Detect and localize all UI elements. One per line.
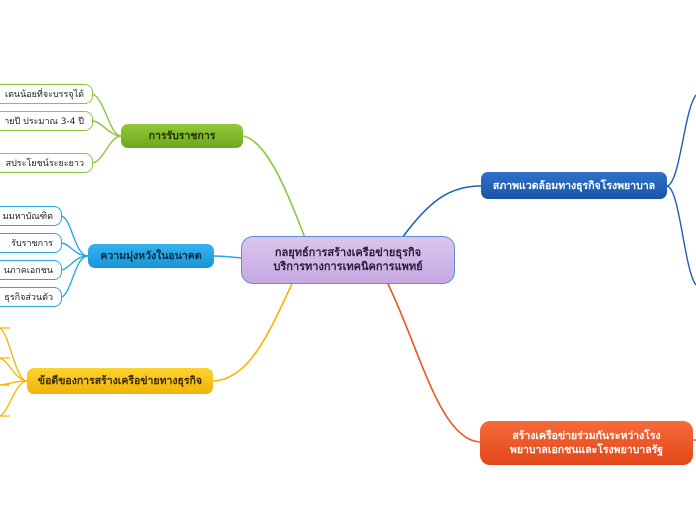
leaf-label: รับราชการ	[11, 239, 53, 249]
leaf-node[interactable]: เตนน้อยที่จะบรรจุได้	[0, 84, 93, 104]
connector-leaf	[61, 215, 89, 257]
leaf-label: เตนน้อยที่จะบรรจุได้	[5, 90, 84, 100]
connector-leaf	[61, 255, 89, 271]
connector-leaf	[92, 120, 122, 137]
branch-label-line1: สร้างเครือข่ายร่วมกันระหว่างโรง	[512, 430, 661, 442]
connector-civil-service	[242, 135, 306, 239]
central-topic-line1: กลยุทธ์การสร้างเครือข่ายธุรกิจ	[274, 246, 422, 259]
connector-leaf	[666, 94, 696, 187]
leaf-node[interactable]: สประโยชน์ระยะยาว	[0, 153, 93, 173]
central-topic[interactable]: กลยุทธ์การสร้างเครือข่ายธุรกิจ บริการทาง…	[241, 236, 455, 284]
branch-label: ข้อดีของการสร้างเครือข่ายทางธุรกิจ	[37, 375, 203, 387]
connector-future-view	[213, 255, 244, 259]
central-topic-line2: บริการทางการเทคนิคการแพทย์	[273, 260, 423, 273]
connector-leaf	[61, 255, 89, 298]
branch-label-line2: พยาบาลเอกชนและโรงพยาบาลรัฐ	[509, 444, 664, 456]
leaf-label: มมหาบัณฑิต	[2, 212, 53, 222]
branch-advantages[interactable]: ข้อดีของการสร้างเครือข่ายทางธุรกิจ	[27, 368, 213, 394]
leaf-node[interactable]: มมหาบัณฑิต	[0, 206, 62, 226]
leaf-node[interactable]: นภาคเอกชน	[0, 260, 62, 280]
branch-environment[interactable]: สภาพแวดล้อมทางธุรกิจโรงพยาบาล	[481, 172, 667, 199]
branch-label: ความมุ่งหวังในอนาคต	[100, 250, 202, 262]
leaf-label: ธุรกิจส่วนตัว	[4, 293, 53, 303]
connector-leaf	[0, 380, 28, 417]
leaf-node[interactable]: ายปี ประมาณ 3-4 ปี	[0, 111, 93, 131]
leaf-label: นภาคเอกชน	[3, 266, 53, 276]
connector-leaf	[666, 185, 696, 286]
branch-label: การรับราชการ	[148, 130, 216, 142]
leaf-label: ายปี ประมาณ 3-4 ปี	[4, 117, 84, 127]
connector-network	[387, 283, 481, 443]
connector-environment	[401, 185, 482, 239]
connector-leaf	[92, 135, 122, 164]
leaf-node[interactable]: รับราชการ	[0, 233, 62, 253]
connector-advantages	[212, 283, 293, 382]
connector-leaf	[0, 357, 28, 382]
branch-label: สภาพแวดล้อมทางธุรกิจโรงพยาบาล	[492, 179, 656, 192]
leaf-node[interactable]: ธุรกิจส่วนตัว	[0, 287, 62, 307]
branch-network[interactable]: สร้างเครือข่ายร่วมกันระหว่างโรง พยาบาลเอ…	[480, 421, 693, 465]
branch-civil-service[interactable]: การรับราชการ	[121, 124, 243, 148]
connector-leaf	[0, 327, 28, 382]
branch-future-view[interactable]: ความมุ่งหวังในอนาคต	[88, 244, 214, 268]
leaf-label: สประโยชน์ระยะยาว	[5, 159, 84, 169]
